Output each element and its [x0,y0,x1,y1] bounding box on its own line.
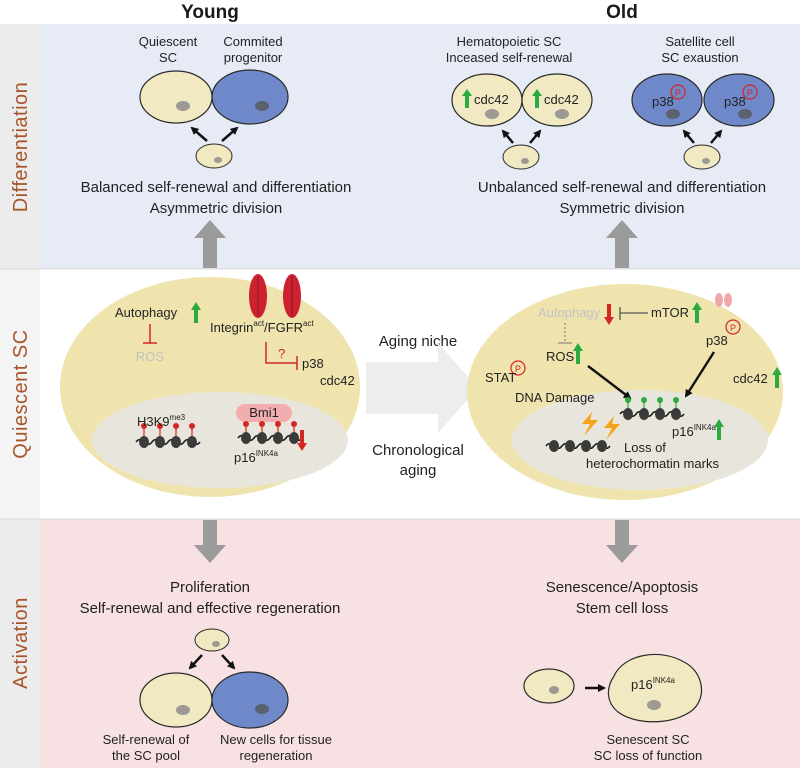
young-autophagy-label: Autophagy [115,305,178,320]
young-h3k9-label: H3K9me3 [137,413,186,429]
arrow-up-old [606,220,638,268]
aging-arrow [366,343,478,433]
side-column-differentiation [0,24,40,269]
old-p16-label: p16INK4a [672,423,716,439]
young-p38-label: p38 [302,356,324,371]
old-cdc42-label: cdc42 [733,371,768,386]
caption-stem-cell-loss: Stem cell loss [576,600,669,617]
arrow-down-old [606,520,638,563]
young-question: ? [278,346,285,361]
activation-dividing-cell [194,628,230,652]
hsc-cdc42-right: cdc42 [544,92,579,107]
satellite-dividing-cell [683,144,721,170]
label-senescent-sc: Senescent SC [606,732,689,747]
old-dna-damage-label: DNA Damage [515,390,594,405]
label-satellite-1: Satellite cell [665,34,734,49]
old-stat-p-label: P [515,364,521,374]
caption-symmetric: Symmetric division [559,200,684,217]
senescent-p16-label: p16INK4a [631,676,675,692]
hsc-cell-left: cdc42 [451,73,523,127]
old-loss-label-2: heterochormatin marks [586,456,719,471]
old-receptor-icon [715,293,732,307]
young-cdc42-label: cdc42 [320,373,355,388]
activation-panel [40,519,800,768]
label-self-renewal-1: Self-renewal of [103,732,190,747]
label-committed-progenitor-2: progenitor [224,50,283,65]
regeneration-cell [211,671,289,729]
side-column-quiescent [0,269,40,519]
senescent-cell [607,653,703,723]
satellite-p38-left: p38 [652,94,674,109]
young-integrin-label: Integrinact/FGFRact [210,319,314,335]
bmi1-protein: Bmi1 [236,404,292,422]
hsc-dividing-cell [502,144,540,170]
side-label-activation: Activation [10,597,32,689]
differentiation-panel [40,24,800,269]
caption-balanced: Balanced self-renewal and differentiatio… [81,179,352,196]
aging-niche-label: Aging niche [379,333,457,350]
arrow-up-young [194,220,226,268]
old-p38-p-label: P [730,323,736,333]
old-p16-up-icon [714,419,724,440]
young-heterochromatin [135,423,201,449]
young-ros-label: ROS [136,349,165,364]
header-young: Young [181,2,239,23]
hsc-cdc42-left: cdc42 [474,92,509,107]
old-autophagy-label: Autophagy [538,305,601,320]
old-mtor-label: mTOR [651,305,689,320]
satellite-cell-right: p38 P [703,73,775,127]
young-quiescent-cell [139,70,213,124]
integrin-receptor-icon [249,274,301,318]
old-mtor-up-icon [692,302,702,323]
label-quiescent-sc-2: SC [159,50,177,65]
side-label-differentiation: Differentiation [10,82,32,213]
hsc-cell-right: cdc42 [521,73,593,127]
satellite-p-right: P [747,88,753,98]
satellite-p-left: P [675,88,681,98]
label-hsc-1: Hematopoietic SC [457,34,562,49]
old-sc-cell [523,668,575,704]
self-renewal-cell [139,672,213,728]
old-p16-locus [619,397,685,421]
chronological-aging-1: Chronological [372,442,464,459]
dna-damage-bolt-icon-2 [604,416,620,440]
label-quiescent-sc-1: Quiescent [139,34,198,49]
label-committed-progenitor-1: Commited [223,34,282,49]
label-new-cells-1: New cells for tissue [220,732,332,747]
old-ros-label: ROS [546,349,575,364]
old-ros-up-icon [573,343,583,364]
side-label-quiescent: Quiescent SC [10,329,32,458]
old-p38-label: p38 [706,333,728,348]
young-autophagy-up-icon [191,302,201,323]
label-sc-loss: SC loss of function [594,748,702,763]
caption-proliferation: Proliferation [170,579,250,596]
old-loss-label-1: Loss of [624,440,666,455]
caption-asymmetric: Asymmetric division [150,200,283,217]
label-self-renewal-2: the SC pool [112,748,180,763]
old-stat-label: STAT [485,370,516,385]
young-p16-label: p16INK4a [234,449,278,465]
old-autophagy-down-icon [604,304,614,325]
old-cdc42-up-icon [772,367,782,388]
side-column-activation [0,519,40,768]
label-hsc-2: Inceased self-renewal [446,50,573,65]
caption-senescence: Senescence/Apoptosis [546,579,699,596]
svg-text:Bmi1: Bmi1 [249,405,279,420]
dna-damage-bolt-icon [582,412,598,436]
caption-unbalanced: Unbalanced self-renewal and differentiat… [478,179,766,196]
satellite-p38-right: p38 [724,94,746,109]
header-old: Old [606,2,638,23]
label-satellite-2: SC exaustion [661,50,738,65]
chronological-aging-2: aging [400,462,437,479]
arrow-down-young [194,520,226,563]
caption-self-renewal: Self-renewal and effective regeneration [80,600,341,617]
young-quiescent-sc [60,277,360,497]
young-progenitor-cell [211,69,289,125]
young-p16-down-icon [297,430,307,451]
young-p16-locus [237,421,303,445]
young-dividing-cell [195,143,233,169]
label-new-cells-2: regeneration [240,748,313,763]
satellite-cell-left: p38 P [631,73,703,127]
